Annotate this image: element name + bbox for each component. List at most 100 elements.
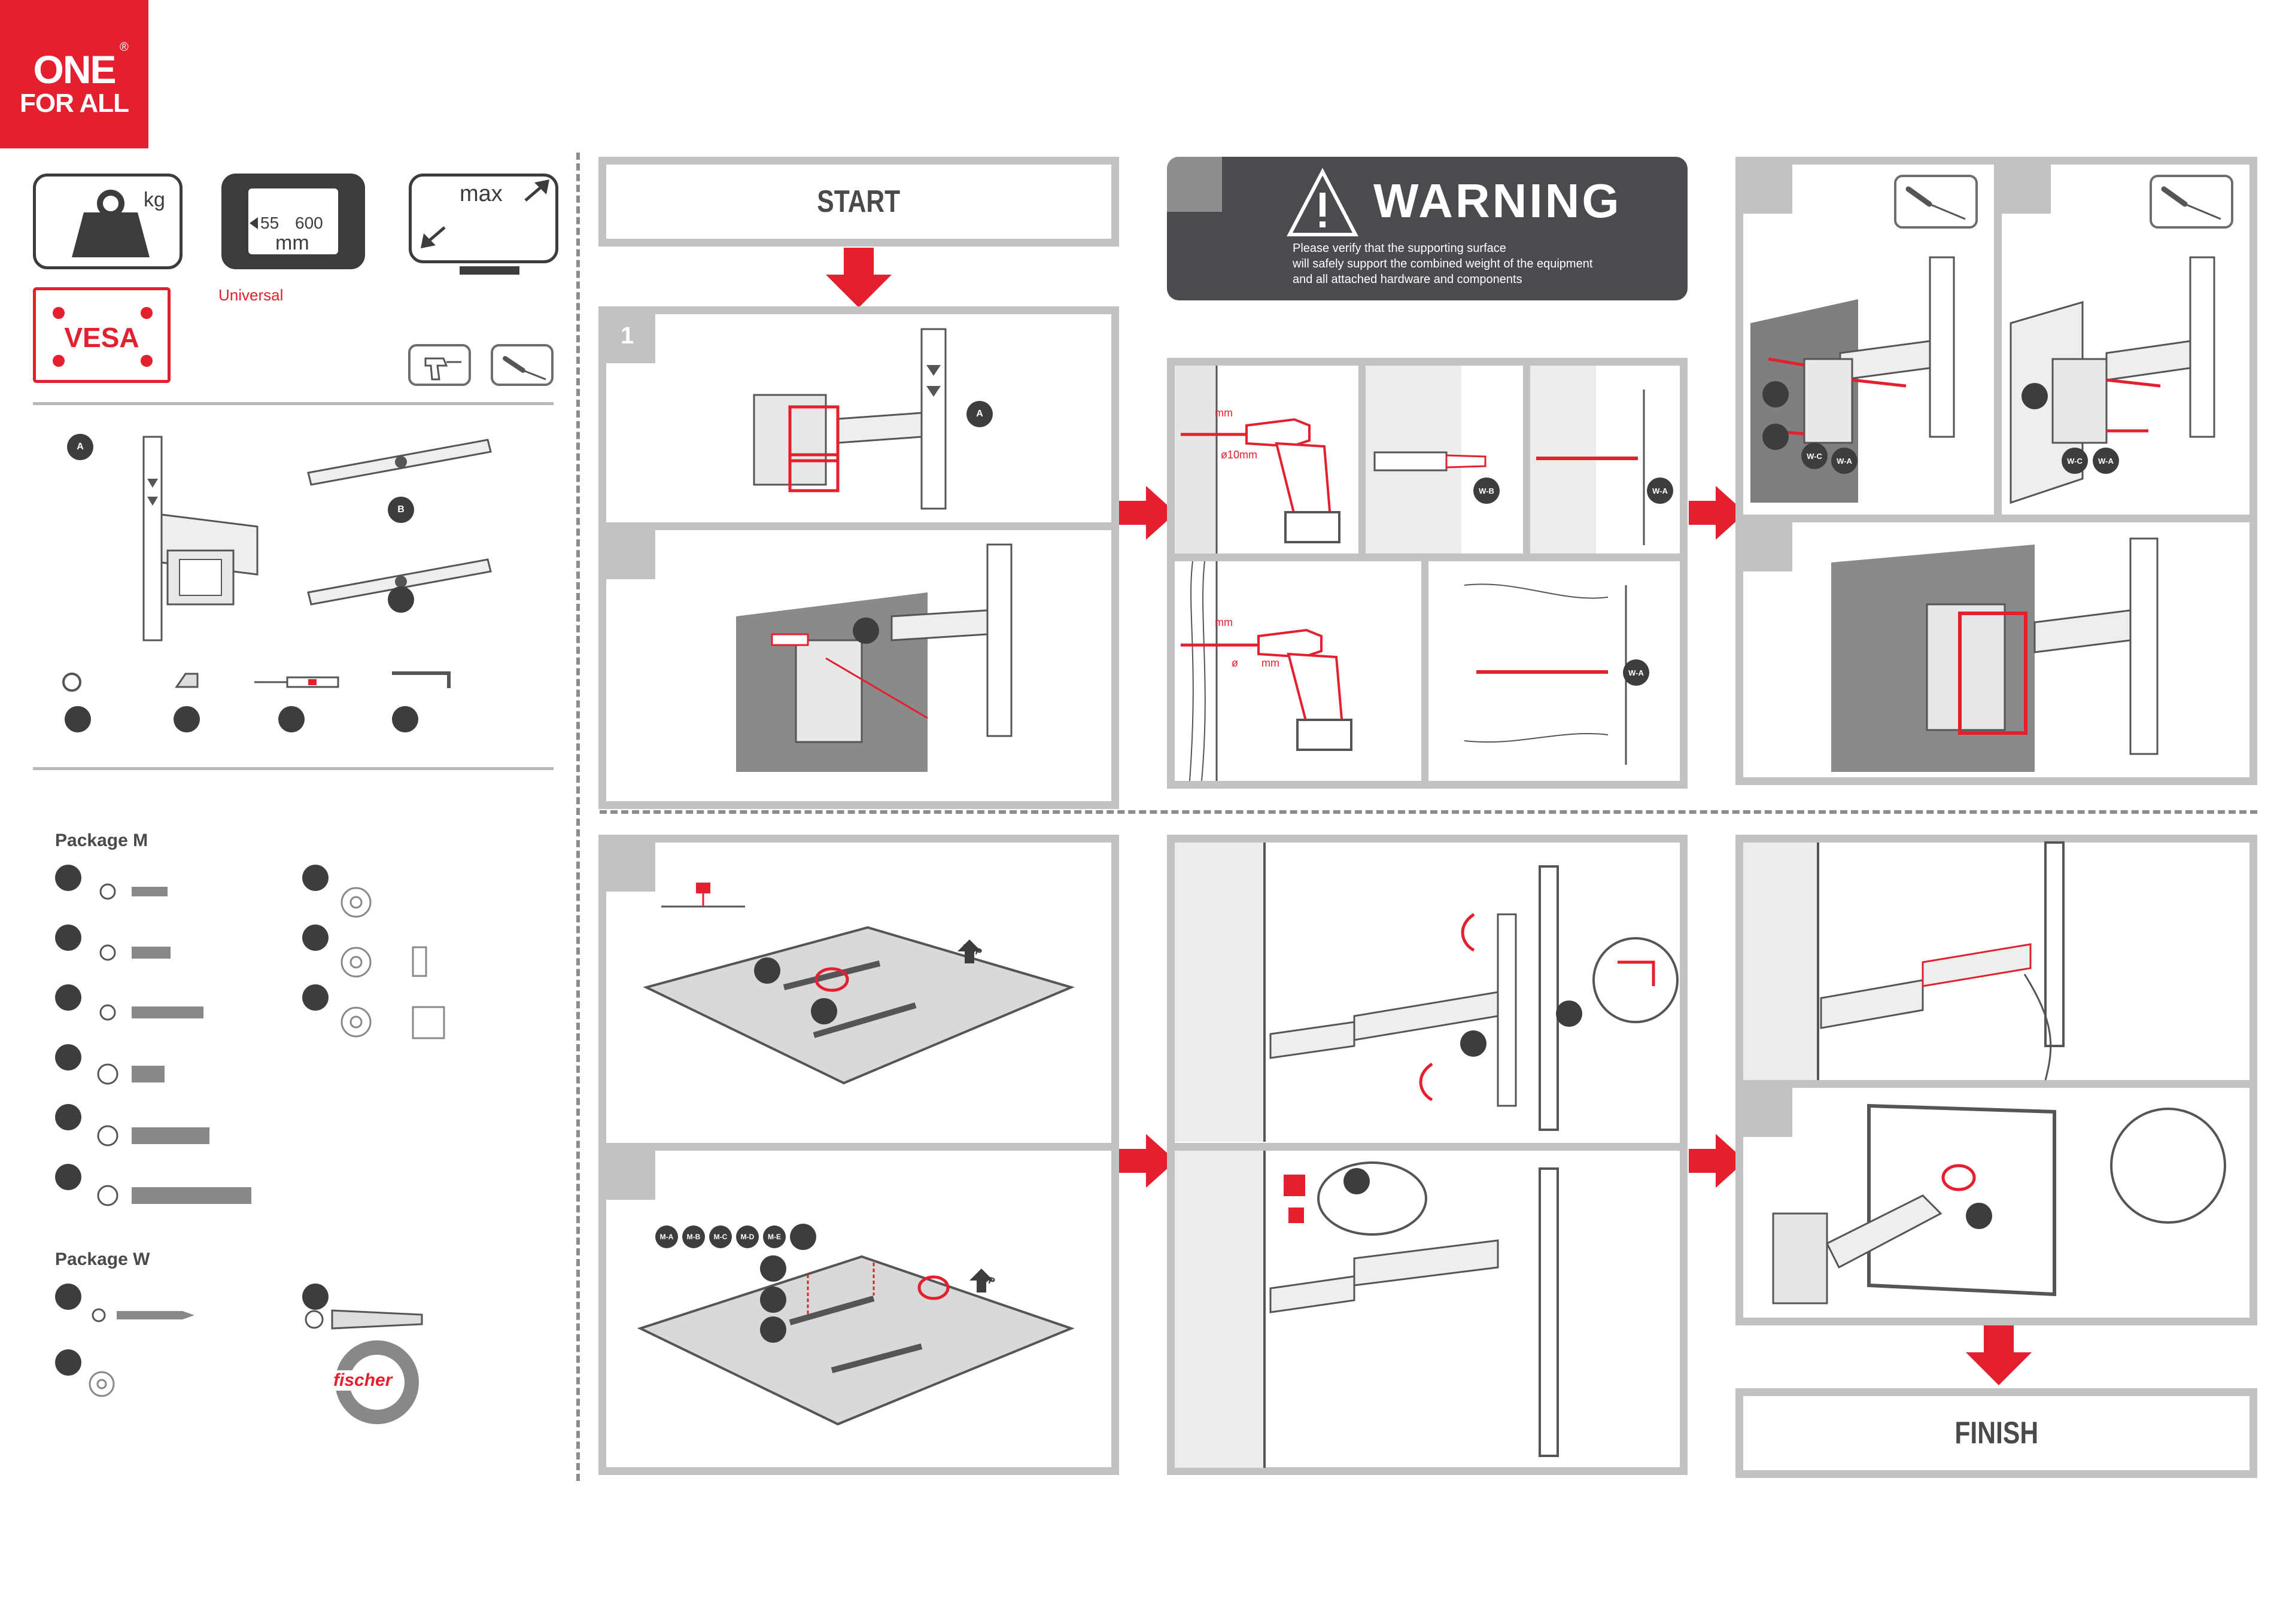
weight-icon	[72, 190, 150, 257]
warning-line-1: Please verify that the supporting surfac…	[1293, 242, 1506, 255]
rail-lower-drawing	[307, 558, 492, 606]
rail-upper-drawing	[307, 439, 492, 486]
step-4b-tab	[606, 1151, 655, 1200]
step-6b-tab	[1743, 1088, 1792, 1137]
warning-line-3: and all attached hardware and components	[1293, 273, 1522, 286]
screw-m2-badge	[55, 924, 81, 951]
washer-m3-icon	[341, 1006, 445, 1039]
m-c-tag: M-C	[709, 1225, 732, 1248]
step-3c-tab	[1743, 522, 1792, 571]
w-b-tag: W-B	[1473, 478, 1500, 504]
washer-m1-icon	[341, 887, 372, 918]
step-3-vdiv	[1994, 165, 2002, 518]
w-a-tag-3a: W-A	[1831, 448, 1858, 474]
screw-m1-icon	[99, 883, 168, 900]
right-arrow-icon	[1119, 1134, 1176, 1188]
screw-m6-icon	[97, 1185, 251, 1206]
step-5b-badge	[1343, 1168, 1370, 1194]
step-1-tab: 1	[606, 314, 655, 363]
step-1-part-a-badge: A	[966, 401, 993, 427]
anchor-w-badge	[302, 1284, 329, 1310]
brand-logo-line2: FOR ALL	[20, 89, 129, 118]
spacer-part-icon	[62, 673, 81, 692]
step-5-hdiv	[1175, 1143, 1680, 1151]
step-1-divider	[606, 522, 1111, 530]
step-4-hdiv	[606, 1143, 1111, 1151]
part-f-badge	[278, 706, 305, 732]
tv-diagonal-icon	[421, 180, 549, 275]
hang-tv-drawing	[1175, 843, 1679, 1142]
clip-part-icon	[175, 673, 199, 688]
w-c-tag: W-C	[1801, 443, 1828, 469]
finish-label: FINISH	[1954, 1416, 2038, 1450]
m-badge	[790, 1224, 816, 1250]
step-3b-tool-box	[2150, 175, 2233, 229]
fischer-brand-label: fischer	[332, 1370, 394, 1391]
mount-concrete-drawing	[1750, 256, 1955, 503]
tool-drill-box	[408, 344, 471, 386]
vesa-min: 55	[260, 214, 279, 232]
step-2-vdiv-1	[1358, 366, 1366, 557]
step-3a-badge-2	[1762, 424, 1789, 450]
step-3b-badge	[2022, 383, 2048, 409]
warning-box: WARNING Please verify that the supportin…	[1167, 157, 1688, 300]
step-3-hdiv	[1743, 515, 2250, 522]
wood-diameter-unit: mm	[1261, 657, 1279, 669]
screwdriver-icon	[1905, 186, 1966, 220]
registered-mark: ®	[120, 41, 129, 54]
step-3b-tab	[2002, 165, 2051, 214]
divider	[33, 402, 554, 405]
step-3a-tab	[1743, 165, 1792, 214]
drill-wood-drawing	[1175, 561, 1352, 781]
brand-logo: ONE FOR ALL ®	[0, 0, 148, 148]
step-5a-badge-1	[1460, 1030, 1487, 1057]
warning-triangle-icon	[1287, 168, 1358, 236]
weight-unit: kg	[144, 188, 165, 211]
step-2-hdiv	[1175, 554, 1680, 561]
row-separator	[600, 810, 2257, 814]
right-arrow-icon	[1689, 1134, 1746, 1188]
vesa-label: VESA	[64, 322, 139, 353]
step-4b-badge-1	[760, 1255, 786, 1282]
lag-bolt-icon	[92, 1308, 194, 1322]
hex-key-icon	[392, 671, 451, 688]
m-b-tag: M-B	[682, 1225, 705, 1248]
start-banner: START	[598, 157, 1119, 247]
right-arrow-icon	[1689, 486, 1746, 540]
m-a-tag: M-A	[655, 1225, 678, 1248]
warning-line-2: will safely support the combined weight …	[1293, 257, 1593, 270]
right-arrow-icon	[1119, 486, 1176, 540]
part-e-badge	[174, 706, 200, 732]
mount-wood-drawing	[2010, 256, 2215, 504]
w-a-tag-3b: W-A	[2093, 448, 2119, 474]
washer-w-badge	[55, 1349, 81, 1376]
fix-anchor-drawing	[1530, 366, 1645, 554]
package-m-title: Package M	[55, 831, 148, 850]
step-1b-tab	[606, 530, 655, 579]
step-4b-badge-3	[760, 1316, 786, 1343]
step-4a-tab	[606, 843, 655, 892]
weight-spec-box: kg	[33, 174, 183, 269]
part-d-badge	[65, 706, 91, 732]
step-4a-badge-1	[754, 957, 780, 984]
part-b-badge: B	[388, 497, 414, 523]
brand-logo-line1: ONE	[33, 47, 116, 92]
screw-m4-badge	[55, 1044, 81, 1070]
column-separator	[576, 153, 580, 1481]
wall-anchor-icon	[305, 1309, 423, 1330]
part-a-badge: A	[67, 434, 93, 460]
screen-max-label: max	[460, 181, 503, 206]
lag-into-wood-drawing	[1464, 583, 1627, 765]
adjust-tilt-drawing	[1175, 1151, 1559, 1468]
step-1b-drawing	[736, 543, 1013, 772]
washer-m1-badge	[302, 865, 329, 891]
step-4a-badge-2	[811, 998, 837, 1024]
w-c-tag-3b: W-C	[2062, 448, 2088, 474]
step-4b-badge-2	[760, 1287, 786, 1313]
wood-diameter-symbol: ø	[1232, 657, 1238, 669]
tool-screwdriver-box	[491, 344, 554, 386]
drill-depth-unit: mm	[1215, 407, 1233, 419]
part-g-badge	[392, 706, 418, 732]
level-part-icon	[254, 676, 339, 688]
screw-m3-icon	[99, 1004, 203, 1021]
